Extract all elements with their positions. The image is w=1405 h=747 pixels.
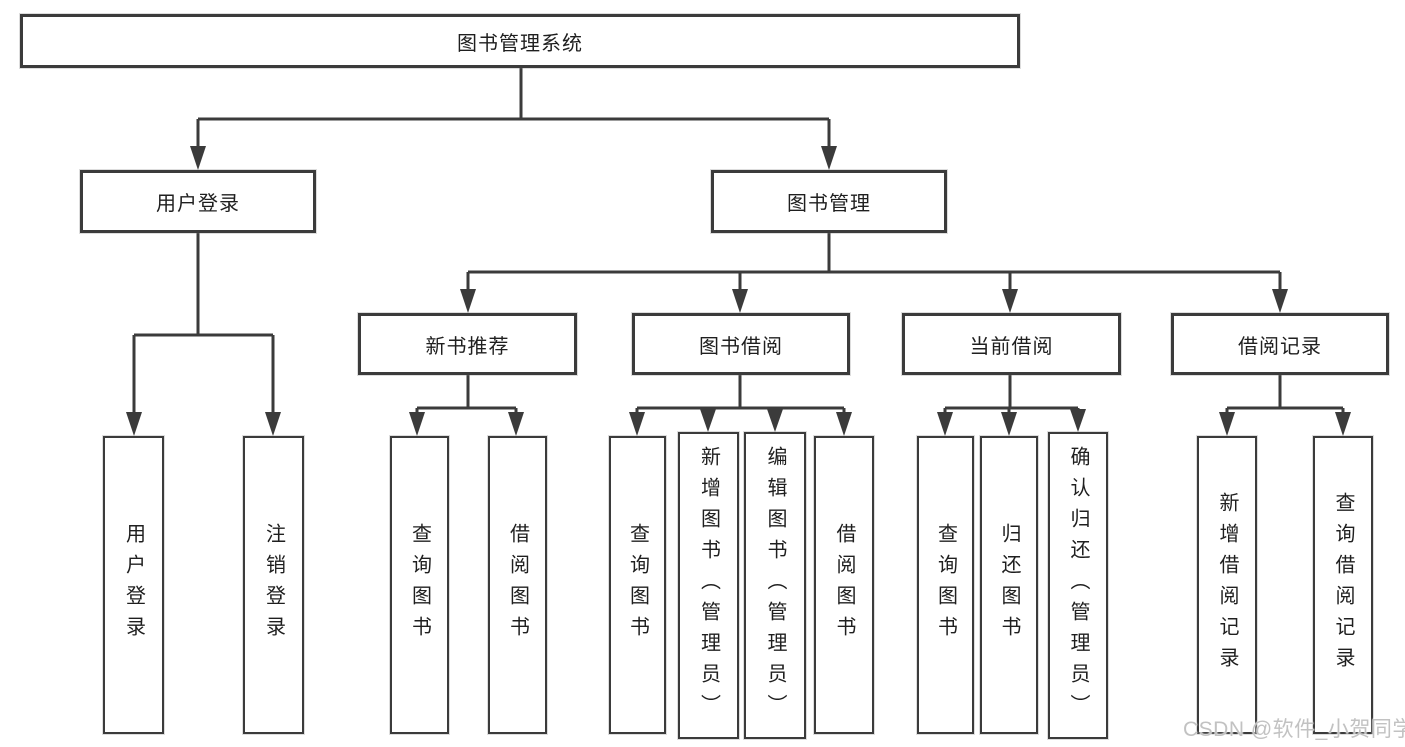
leaf-label: 用户登录 [122, 523, 145, 647]
leaf-return-books: 归还图书 [980, 436, 1038, 734]
connector-strokes [132, 68, 1345, 414]
leaf-label: 注销登录 [262, 523, 285, 647]
node-book-borrow: 图书借阅 [632, 313, 850, 375]
leaf-query-books-newbook: 查询图书 [390, 436, 449, 734]
node-book-management: 图书管理 [711, 170, 947, 233]
leaf-query-books-current: 查询图书 [917, 436, 974, 734]
leaf-label: 查询图书 [408, 523, 431, 647]
node-current-borrow: 当前借阅 [902, 313, 1121, 375]
node-root: 图书管理系统 [20, 14, 1020, 68]
node-user-login: 用户登录 [80, 170, 316, 233]
watermark: CSDN @软件_小贺同学 [1183, 718, 1405, 741]
leaf-confirm-return-admin: 确认归还（管理员） [1048, 432, 1108, 739]
arrowheads [126, 146, 1351, 436]
node-new-book-recommend: 新书推荐 [358, 313, 577, 375]
leaf-user-login: 用户登录 [103, 436, 164, 734]
leaf-label: 新增借阅记录 [1216, 492, 1238, 678]
leaf-add-borrow-record: 新增借阅记录 [1197, 436, 1257, 734]
leaf-query-books-borrow: 查询图书 [609, 436, 666, 734]
leaf-label: 查询图书 [626, 523, 649, 647]
leaf-label: 新增图书（管理员） [697, 446, 720, 725]
leaf-label: 查询图书 [934, 523, 957, 647]
leaf-label: 编辑图书（管理员） [764, 446, 786, 725]
leaf-label: 借阅图书 [833, 523, 855, 647]
leaf-query-borrow-record: 查询借阅记录 [1313, 436, 1373, 734]
leaf-label: 借阅图书 [506, 523, 529, 647]
node-borrow-records: 借阅记录 [1171, 313, 1389, 375]
leaf-borrow-books-borrow: 借阅图书 [814, 436, 874, 734]
leaf-add-book-admin: 新增图书（管理员） [678, 432, 739, 739]
leaf-borrow-books-newbook: 借阅图书 [488, 436, 547, 734]
leaf-label: 归还图书 [998, 523, 1020, 647]
leaf-edit-book-admin: 编辑图书（管理员） [744, 432, 806, 739]
leaf-label: 查询借阅记录 [1332, 492, 1354, 678]
leaf-logout: 注销登录 [243, 436, 304, 734]
leaf-label: 确认归还（管理员） [1067, 446, 1089, 725]
